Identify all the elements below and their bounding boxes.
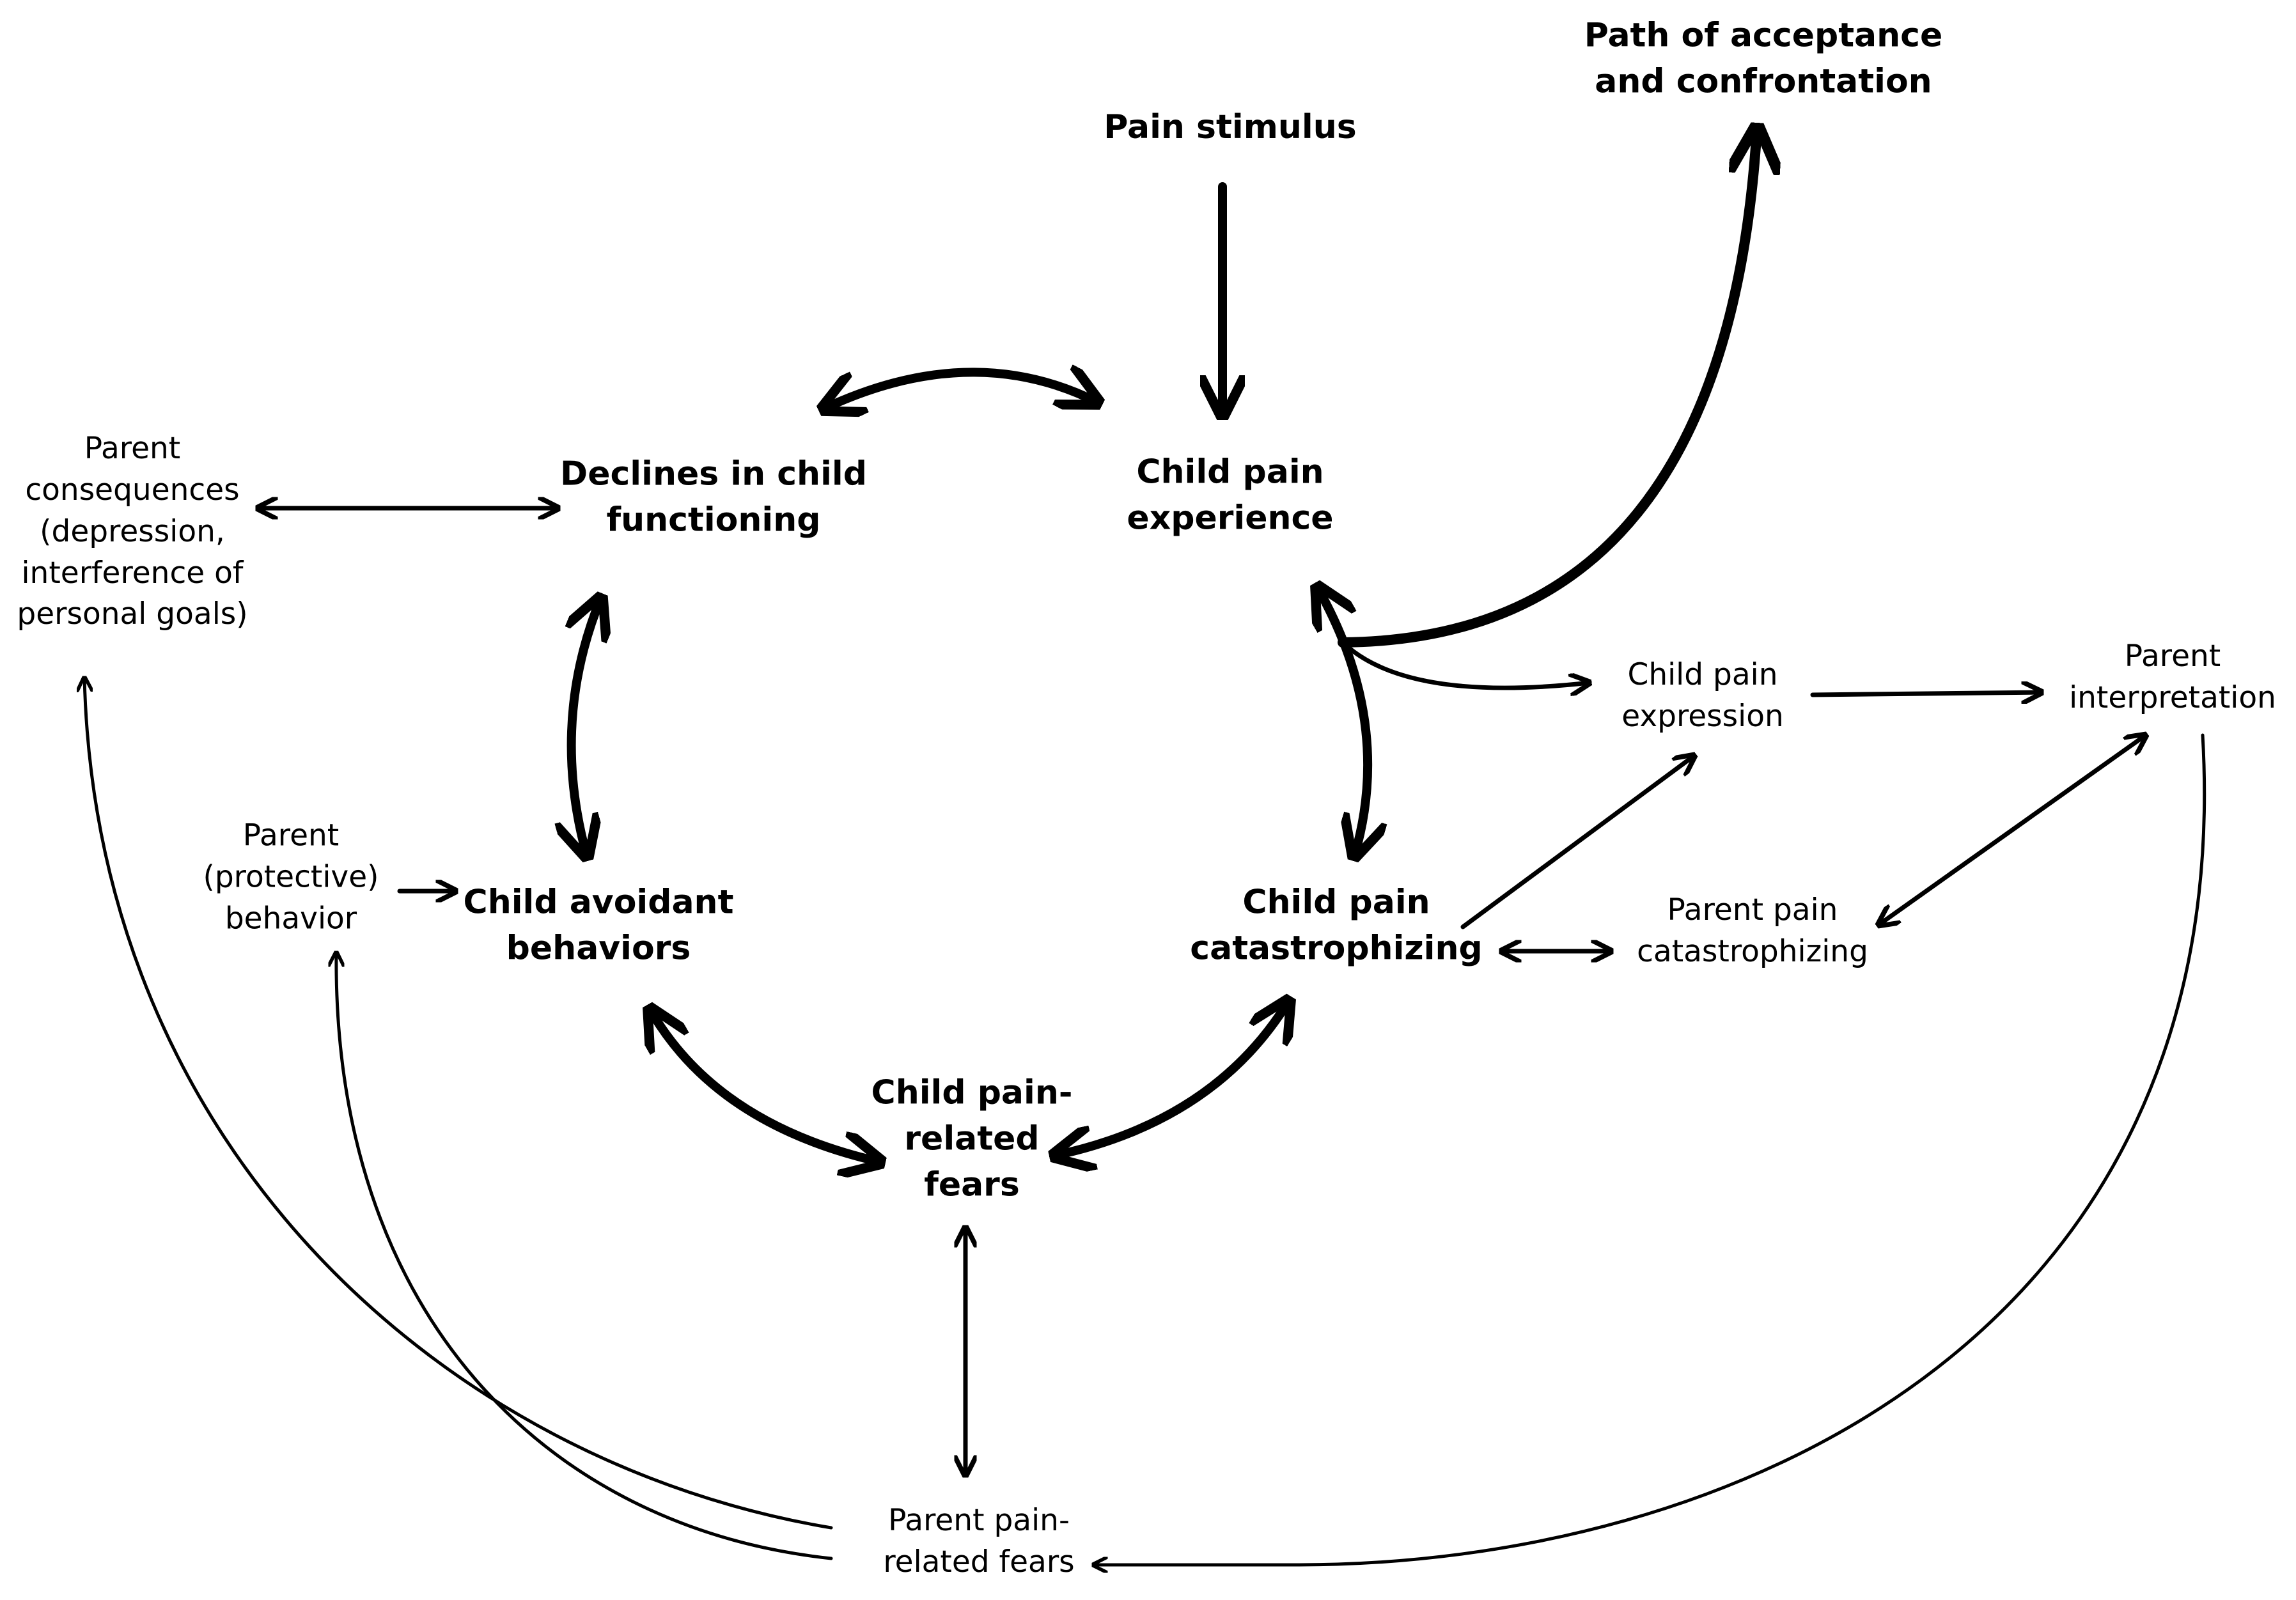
node-parent-pain-catastrophizing: Parent pain catastrophizing (1637, 890, 1868, 973)
node-line: related fears (883, 1544, 1075, 1580)
node-parent-consequences: Parent consequences (depression, interfe… (17, 428, 247, 635)
node-line: Child pain- (871, 1073, 1073, 1112)
edge-interpretation-to-parent-fears (1091, 733, 2206, 1565)
edge-experience-to-expression (1340, 640, 1589, 688)
node-parent-interpretation: Parent interpretation (2069, 636, 2276, 719)
edge-experience-catastrophizing (1317, 587, 1368, 857)
node-line: related (904, 1119, 1040, 1158)
node-child-pain-expression: Child pain expression (1621, 655, 1784, 738)
node-child-avoidant-behaviors: Child avoidant behaviors (464, 880, 734, 972)
node-line: (depression, (40, 513, 225, 549)
node-path-of-acceptance: Path of acceptance and confrontation (1584, 13, 1943, 105)
node-line: functioning (606, 501, 821, 539)
node-line: consequences (25, 472, 240, 508)
node-line: Parent (242, 818, 340, 853)
edge-declines-avoidant (572, 598, 601, 857)
node-line: Parent (84, 430, 181, 466)
node-line: Path of acceptance (1584, 16, 1943, 55)
node-line: Declines in child (560, 454, 867, 493)
node-line: personal goals) (17, 596, 248, 632)
node-line: catastrophizing (1637, 934, 1868, 969)
node-parent-pain-related-fears: Parent pain- related fears (883, 1500, 1074, 1583)
edge-experience-to-acceptance (1338, 128, 1757, 648)
node-child-pain-related-fears: Child pain- related fears (871, 1070, 1073, 1208)
node-line: behavior (224, 901, 357, 936)
node-line: expression (1621, 699, 1784, 734)
node-line: fears (924, 1165, 1020, 1204)
node-line: experience (1127, 499, 1334, 537)
node-line: Parent pain (1667, 892, 1838, 928)
edge-avoidant-fears (650, 1009, 881, 1162)
node-line: catastrophizing (1190, 929, 1483, 967)
edge-parent-catastrophizing-interpretation (1878, 735, 2146, 925)
node-declines-in-child-functioning: Declines in child functioning (560, 451, 867, 543)
node-line: Parent (2124, 639, 2221, 674)
edge-parent-fears-to-protective (336, 952, 833, 1560)
node-child-pain-experience: Child pain experience (1127, 449, 1333, 541)
node-line: interference of (21, 555, 244, 591)
node-line: behaviors (506, 929, 691, 967)
edge-parent-fears-to-consequences (84, 678, 833, 1530)
node-child-pain-catastrophizing: Child pain catastrophizing (1190, 880, 1482, 972)
node-pain-stimulus: Pain stimulus (1104, 105, 1356, 151)
edge-catastrophizing-fears (1054, 1000, 1289, 1156)
node-line: (protective) (203, 859, 379, 895)
node-line: Pain stimulus (1104, 108, 1357, 147)
edge-catastrophizing-to-expression (1460, 756, 1694, 929)
edge-declines-experience (823, 372, 1098, 409)
node-line: Child pain (1627, 657, 1778, 693)
node-line: Parent pain- (888, 1503, 1070, 1539)
node-parent-protective-behavior: Parent (protective) behavior (203, 816, 379, 940)
node-line: Child pain (1242, 883, 1430, 922)
node-line: Child pain (1136, 453, 1324, 492)
node-line: interpretation (2069, 680, 2276, 715)
node-line: Child avoidant (463, 883, 734, 922)
edge-expression-to-interpretation (1810, 692, 2042, 695)
node-line: and confrontation (1595, 62, 1932, 100)
